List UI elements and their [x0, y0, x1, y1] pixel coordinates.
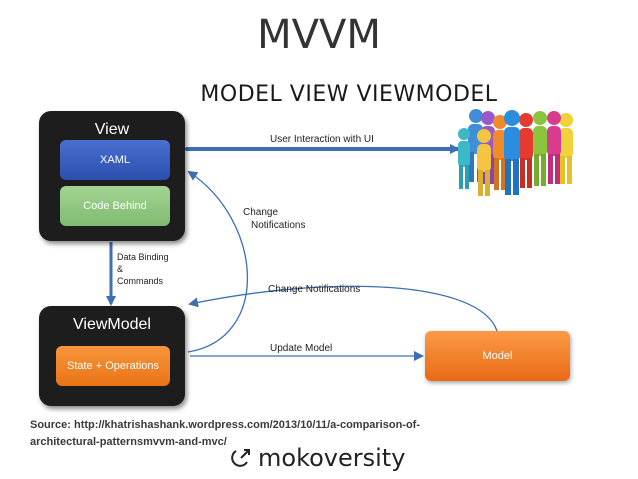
- source-line-2: architectural-patternsmvvm-and-mvc/: [30, 436, 227, 448]
- code-behind-box: Code Behind: [60, 186, 170, 226]
- slide-title: MVVM: [257, 12, 381, 58]
- update-model-label: Update Model: [270, 343, 333, 354]
- data-binding-label-3: Commands: [117, 276, 164, 286]
- state-operations-box: State + Operations: [56, 346, 170, 386]
- brand-name: mokoversity: [258, 444, 406, 472]
- change-notifications-label-1: Change: [243, 207, 279, 218]
- user-interaction-label: User Interaction with UI: [270, 134, 374, 145]
- mokoversity-logo-icon: [231, 449, 250, 467]
- model-change-notifications-label: Change Notifications: [268, 284, 361, 295]
- change-notifications-label-2: Notifications: [251, 220, 306, 231]
- change-notifications-curve: [187, 170, 249, 353]
- model-change-notifications-curve: [188, 285, 498, 332]
- people-crowd-icon: [458, 109, 573, 196]
- viewmodel-box: ViewModel State + Operations: [39, 306, 185, 406]
- data-binding-label-2: &: [117, 264, 124, 274]
- model-box: Model: [425, 331, 570, 381]
- view-title: View: [94, 121, 130, 138]
- source-citation: Source: http://khatrishashank.wordpress.…: [30, 417, 420, 451]
- brand: mokoversity: [230, 444, 405, 472]
- diagram-title: MODEL VIEW VIEWMODEL: [200, 82, 498, 107]
- source-line-1: Source: http://khatrishashank.wordpress.…: [30, 419, 421, 431]
- view-box: View XAML Code Behind: [39, 111, 185, 241]
- xaml-box: XAML: [60, 140, 170, 180]
- viewmodel-title: ViewModel: [73, 316, 151, 333]
- data-binding-label-1: Data Binding: [117, 252, 169, 262]
